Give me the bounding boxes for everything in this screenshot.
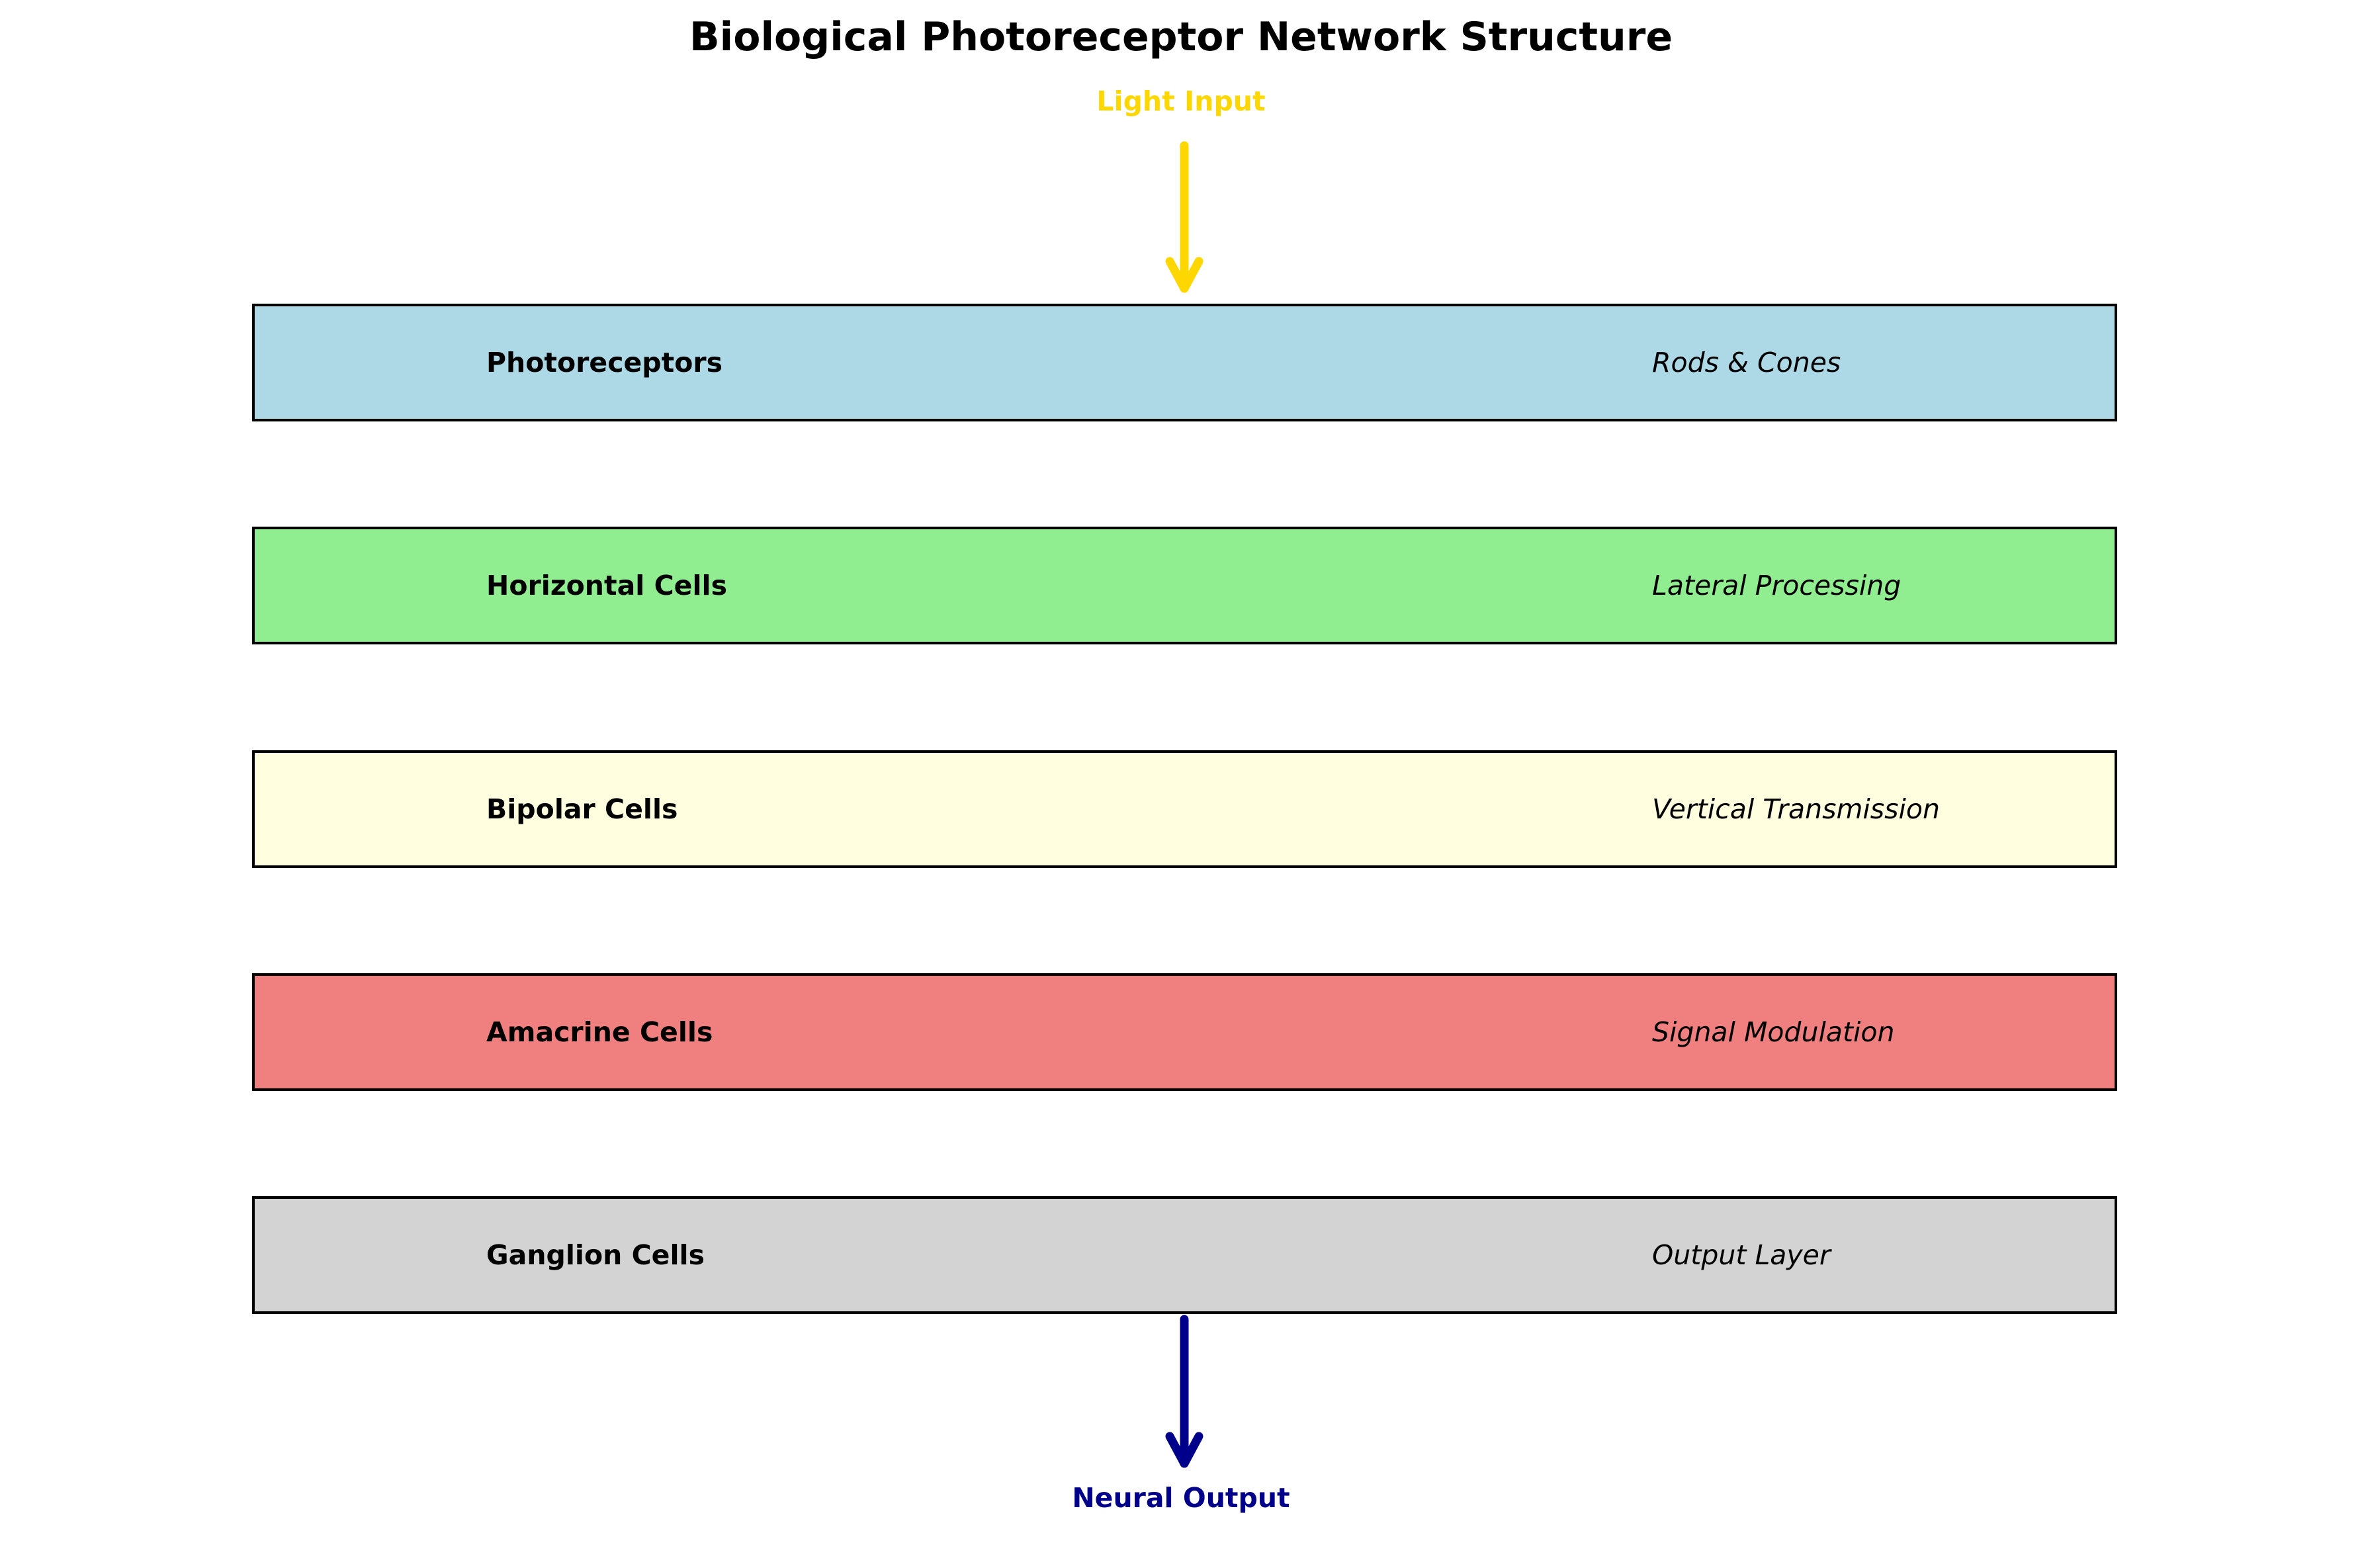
layer-amacrine-cells: Amacrine Cells Signal Modulation: [252, 973, 2117, 1091]
layer-role: Vertical Transmission: [1652, 793, 1940, 825]
layer-name: Photoreceptors: [486, 347, 723, 378]
layer-role: Signal Modulation: [1652, 1016, 1895, 1048]
neural-output-arrow: [1165, 1315, 1203, 1468]
layer-horizontal-cells: Horizontal Cells Lateral Processing: [252, 527, 2117, 644]
light-input-label: Light Input: [1096, 85, 1266, 117]
layer-name: Horizontal Cells: [486, 570, 727, 601]
layer-ganglion-cells: Ganglion Cells Output Layer: [252, 1196, 2117, 1314]
layer-name: Bipolar Cells: [486, 793, 678, 825]
layer-role: Rods & Cones: [1652, 347, 1841, 378]
layer-name: Ganglion Cells: [486, 1239, 705, 1271]
neural-output-label: Neural Output: [1072, 1482, 1290, 1514]
layer-photoreceptors: Photoreceptors Rods & Cones: [252, 304, 2117, 421]
diagram-title: Biological Photoreceptor Network Structu…: [689, 14, 1673, 60]
layer-name: Amacrine Cells: [486, 1016, 713, 1048]
layer-role: Output Layer: [1652, 1239, 1831, 1271]
layer-bipolar-cells: Bipolar Cells Vertical Transmission: [252, 750, 2117, 868]
light-input-arrow: [1165, 141, 1203, 293]
layer-role: Lateral Processing: [1652, 570, 1902, 601]
